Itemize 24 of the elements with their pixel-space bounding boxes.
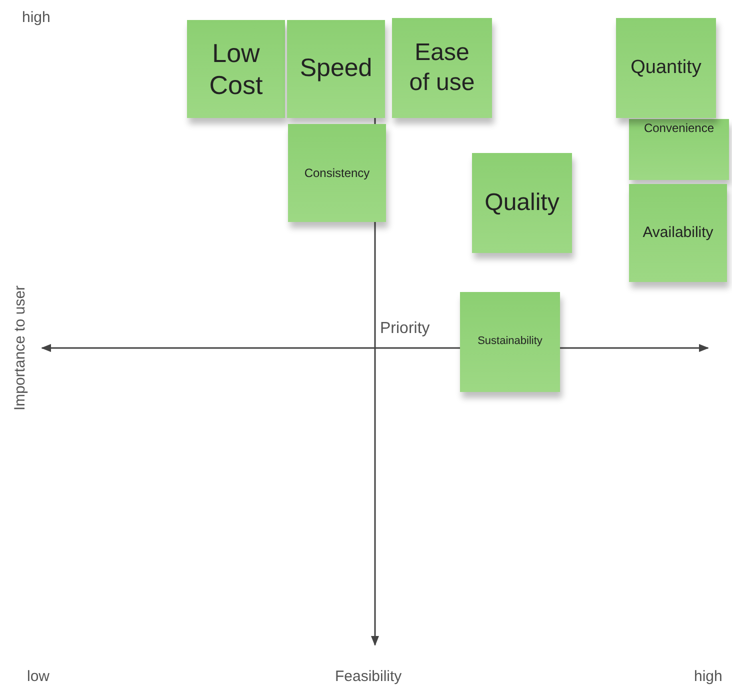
axis-label: high: [694, 669, 722, 684]
axis-label: low: [27, 669, 50, 684]
sticky-note: [392, 18, 492, 118]
axis-title: Importance to user: [12, 285, 28, 411]
note-text: Speed: [300, 53, 372, 84]
sticky-note: [472, 153, 572, 253]
sticky-note: [460, 292, 560, 392]
note-text: Quality: [484, 188, 560, 218]
quadrant-label: Priority: [380, 321, 430, 337]
sticky-note: [288, 124, 386, 222]
note-text: Convenience: [644, 121, 714, 136]
note-text: Quantity: [630, 56, 702, 80]
note-text: Low Cost: [208, 36, 264, 102]
sticky-note: [616, 18, 716, 118]
sticky-note: [629, 184, 727, 282]
sticky-note: [187, 20, 285, 118]
note-text: Sustainability: [478, 335, 542, 349]
note-text: Ease of use: [408, 38, 476, 98]
axis-label: high: [22, 10, 50, 25]
sticky-note: [629, 119, 729, 180]
axis-label: Feasibility: [335, 669, 402, 684]
sticky-note: [287, 20, 385, 118]
note-text: Availability: [642, 224, 714, 242]
note-text: Consistency: [304, 166, 370, 180]
